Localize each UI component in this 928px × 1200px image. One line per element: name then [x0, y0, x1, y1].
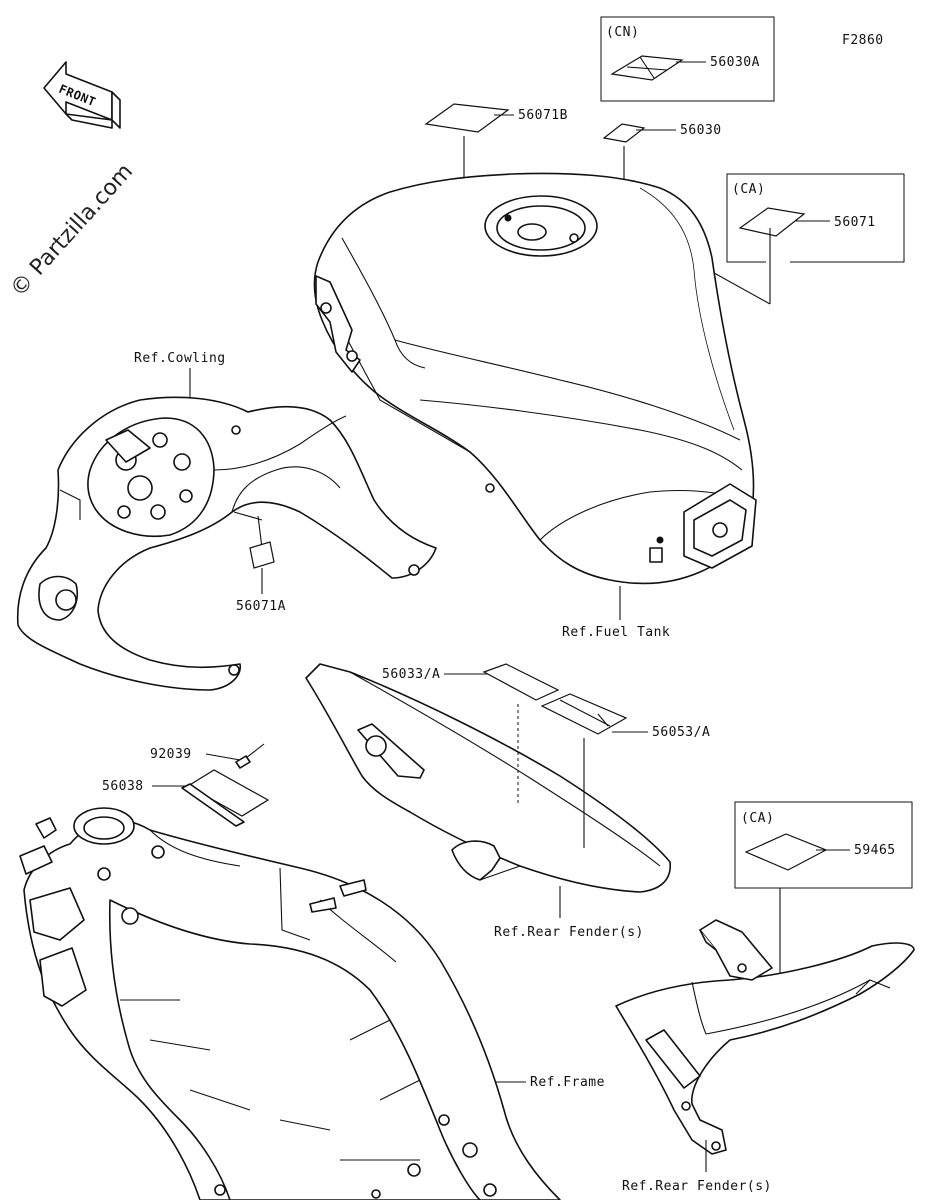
ca-fender-region-label: (CA) [741, 811, 774, 826]
cn-region-box: (CN) 56030A [600, 16, 775, 102]
decal-56053a-icon [540, 693, 628, 735]
label-56038-icon [181, 769, 270, 827]
frame-illustration [19, 807, 561, 1200]
part-56033a: 56033/A [382, 667, 440, 682]
decal-56030-icon [602, 123, 646, 143]
decal-56071b-icon [424, 103, 510, 133]
part-56071: 56071 [834, 215, 876, 230]
part-56038: 56038 [102, 779, 144, 794]
decal-59465-icon [744, 833, 828, 871]
decal-56030a-icon [610, 55, 684, 81]
chain-guard-illustration [305, 663, 671, 893]
ca-tank-region-box: (CA) 56071 [726, 173, 905, 263]
diagram-id: F2860 [842, 33, 884, 48]
decal-56033a-icon [482, 663, 560, 701]
part-56071b: 56071B [518, 108, 568, 123]
watermark: © Partzilla.com [6, 159, 138, 302]
ref-cowling: Ref.Cowling [134, 351, 226, 366]
front-arrow-icon: FRONT [43, 61, 121, 129]
clip-92039-icon [235, 743, 265, 769]
cn-region-label: (CN) [606, 25, 639, 40]
part-59465: 59465 [854, 843, 896, 858]
fuel-tank-illustration [313, 172, 757, 585]
decal-56071a-icon [249, 541, 275, 569]
part-92039: 92039 [150, 747, 192, 762]
ref-frame: Ref.Frame [530, 1075, 605, 1090]
ca-fender-region-box: (CA) 59465 [734, 801, 913, 889]
cowling-illustration [16, 396, 437, 691]
ref-rear-fender-2: Ref.Rear Fender(s) [622, 1179, 772, 1194]
ref-rear-fender-1: Ref.Rear Fender(s) [494, 925, 644, 940]
decal-56071-icon [738, 207, 806, 237]
ca-tank-region-label: (CA) [732, 182, 765, 197]
part-56030: 56030 [680, 123, 722, 138]
rear-fender-illustration [615, 919, 915, 1155]
part-56053a: 56053/A [652, 725, 710, 740]
part-56071a: 56071A [236, 599, 286, 614]
ref-fuel-tank: Ref.Fuel Tank [562, 625, 670, 640]
part-56030a: 56030A [710, 55, 760, 70]
